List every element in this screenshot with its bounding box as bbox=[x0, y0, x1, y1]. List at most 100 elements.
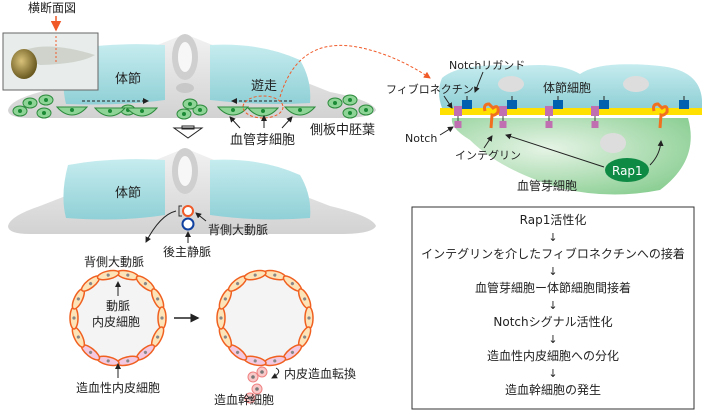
embryo-photo bbox=[2, 32, 99, 91]
flow-step: インテグリンを介したフィブロネクチンへの接着 bbox=[421, 246, 685, 261]
dorsal-aorta bbox=[182, 205, 194, 217]
endothelial-cell bbox=[297, 288, 312, 310]
nucleus bbox=[182, 112, 186, 116]
flow-arrow: ↓ bbox=[548, 299, 557, 312]
vessel-lumen bbox=[74, 274, 162, 362]
flow-step: 造血幹細胞の発生 bbox=[505, 382, 601, 397]
nucleus bbox=[333, 101, 337, 105]
highlight-circle bbox=[242, 95, 284, 119]
endothelial-cell bbox=[96, 269, 120, 281]
flow-step: 血管芽細胞ー体節細胞間接着 bbox=[475, 280, 631, 295]
nucleus bbox=[261, 109, 265, 113]
somite-right bbox=[210, 44, 311, 104]
nucleus bbox=[198, 108, 202, 112]
pointer-arrow bbox=[649, 140, 664, 166]
pointer-arrow bbox=[505, 133, 605, 168]
lpm-label: 側板中胚葉 bbox=[310, 123, 375, 138]
eht-arrow bbox=[271, 367, 280, 379]
nucleus bbox=[231, 108, 235, 112]
nucleus bbox=[44, 98, 48, 102]
arterial-label: 内皮細胞 bbox=[92, 315, 140, 329]
flow-step: 造血性内皮細胞への分化 bbox=[487, 349, 619, 363]
integrin-label: インテグリン bbox=[455, 148, 521, 162]
nucleus bbox=[364, 108, 368, 112]
hemogenic-label: 造血性内皮細胞 bbox=[76, 381, 160, 395]
nucleus bbox=[348, 98, 352, 102]
yolk bbox=[11, 49, 37, 79]
notochord bbox=[176, 83, 194, 93]
pointer-arrow bbox=[439, 126, 454, 136]
nucleus bbox=[140, 109, 144, 113]
notch-receptor bbox=[545, 121, 553, 128]
endothelial-cell bbox=[243, 269, 267, 281]
nucleus bbox=[348, 111, 352, 115]
notch-ligand-label: Notchリガンド bbox=[449, 59, 525, 72]
pointer-arrow bbox=[443, 95, 453, 109]
nucleus bbox=[18, 109, 22, 113]
notch-receptor bbox=[499, 106, 507, 116]
arterial-label: 動脈 bbox=[106, 299, 130, 313]
rap1-badge bbox=[605, 158, 649, 182]
flow-step: Rap1活性化 bbox=[520, 213, 587, 227]
nucleus bbox=[188, 102, 192, 106]
notch-receptor bbox=[591, 106, 599, 116]
integrin bbox=[652, 102, 669, 129]
dorsal-aorta-detail-label: 背側大動脈 bbox=[84, 255, 144, 269]
hollow-arrow-icon bbox=[172, 125, 204, 139]
notch-ligand bbox=[507, 100, 517, 109]
notch-receptor bbox=[454, 106, 462, 116]
molecular-panel: Rap1 Notchリガンド フィブロネクチン 体節細胞 Notch インテグリ… bbox=[386, 59, 702, 195]
angioblast-cell-label: 血管芽細胞 bbox=[517, 178, 577, 193]
notch-receptor bbox=[545, 106, 553, 116]
notch-ligand bbox=[679, 100, 689, 109]
migration-label: 遊走 bbox=[251, 79, 277, 94]
notch-receptor bbox=[499, 121, 507, 128]
notch-ligand bbox=[553, 100, 563, 109]
endothelial-cell bbox=[157, 306, 167, 330]
nucleus bbox=[298, 108, 302, 112]
endothelial-cell bbox=[216, 306, 226, 330]
flow-arrow: ↓ bbox=[548, 367, 557, 380]
hsc-label: 造血幹細胞 bbox=[214, 392, 274, 407]
pointer-arrow bbox=[229, 116, 241, 129]
zoom-connector-arrow bbox=[279, 44, 431, 98]
eht-label: 内皮造血転換 bbox=[284, 367, 356, 381]
flow-arrow: ↓ bbox=[548, 231, 557, 244]
flow-step: Notchシグナル活性化 bbox=[493, 315, 612, 329]
nucleus bbox=[70, 108, 74, 112]
pointer-arrow bbox=[195, 212, 207, 222]
pointer-arrow bbox=[145, 210, 177, 243]
pointer-arrow bbox=[474, 71, 484, 93]
pointer-arrow bbox=[483, 135, 493, 149]
flow-arrow: ↓ bbox=[548, 265, 557, 278]
flow-arrow: ↓ bbox=[548, 333, 557, 346]
flow-box bbox=[411, 206, 695, 410]
somite-label: 体節 bbox=[115, 186, 141, 201]
flow-steps: Rap1活性化 ↓ インテグリンを介したフィブロネクチンへの接着 ↓ 血管芽細胞ー体節細… bbox=[421, 213, 685, 397]
notch-ligand bbox=[462, 100, 472, 109]
posterior-cardinal-vein bbox=[181, 217, 195, 231]
cross-section-bottom: 体節 bbox=[8, 148, 376, 234]
somite-cell-label: 体節細胞 bbox=[543, 80, 591, 95]
integrin bbox=[483, 102, 500, 129]
endothelial-cell bbox=[304, 306, 314, 330]
vessel-lumen bbox=[221, 274, 309, 362]
notch-receptor bbox=[591, 121, 599, 128]
fibronectin-label: フィブロネクチン bbox=[386, 82, 474, 96]
rap1-label: Rap1 bbox=[612, 164, 643, 178]
angioblast-cells bbox=[12, 94, 374, 120]
nucleus bbox=[28, 101, 32, 105]
somite-label: 体節 bbox=[115, 72, 141, 87]
dorsal-aorta-label: 背側大動脈 bbox=[208, 223, 268, 237]
fibronectin-layer bbox=[440, 108, 702, 115]
notch-ligand bbox=[599, 100, 609, 109]
nucleus bbox=[42, 111, 46, 115]
endothelial-cell bbox=[69, 306, 79, 330]
pcv-label: 後主静脈 bbox=[163, 245, 211, 259]
cross-section-label: 横断面図 bbox=[28, 0, 76, 15]
somite-cell bbox=[439, 64, 702, 108]
notch-label: Notch bbox=[405, 132, 437, 145]
notch-receptor bbox=[454, 121, 462, 128]
angioblast-label: 血管芽細胞 bbox=[230, 133, 295, 148]
